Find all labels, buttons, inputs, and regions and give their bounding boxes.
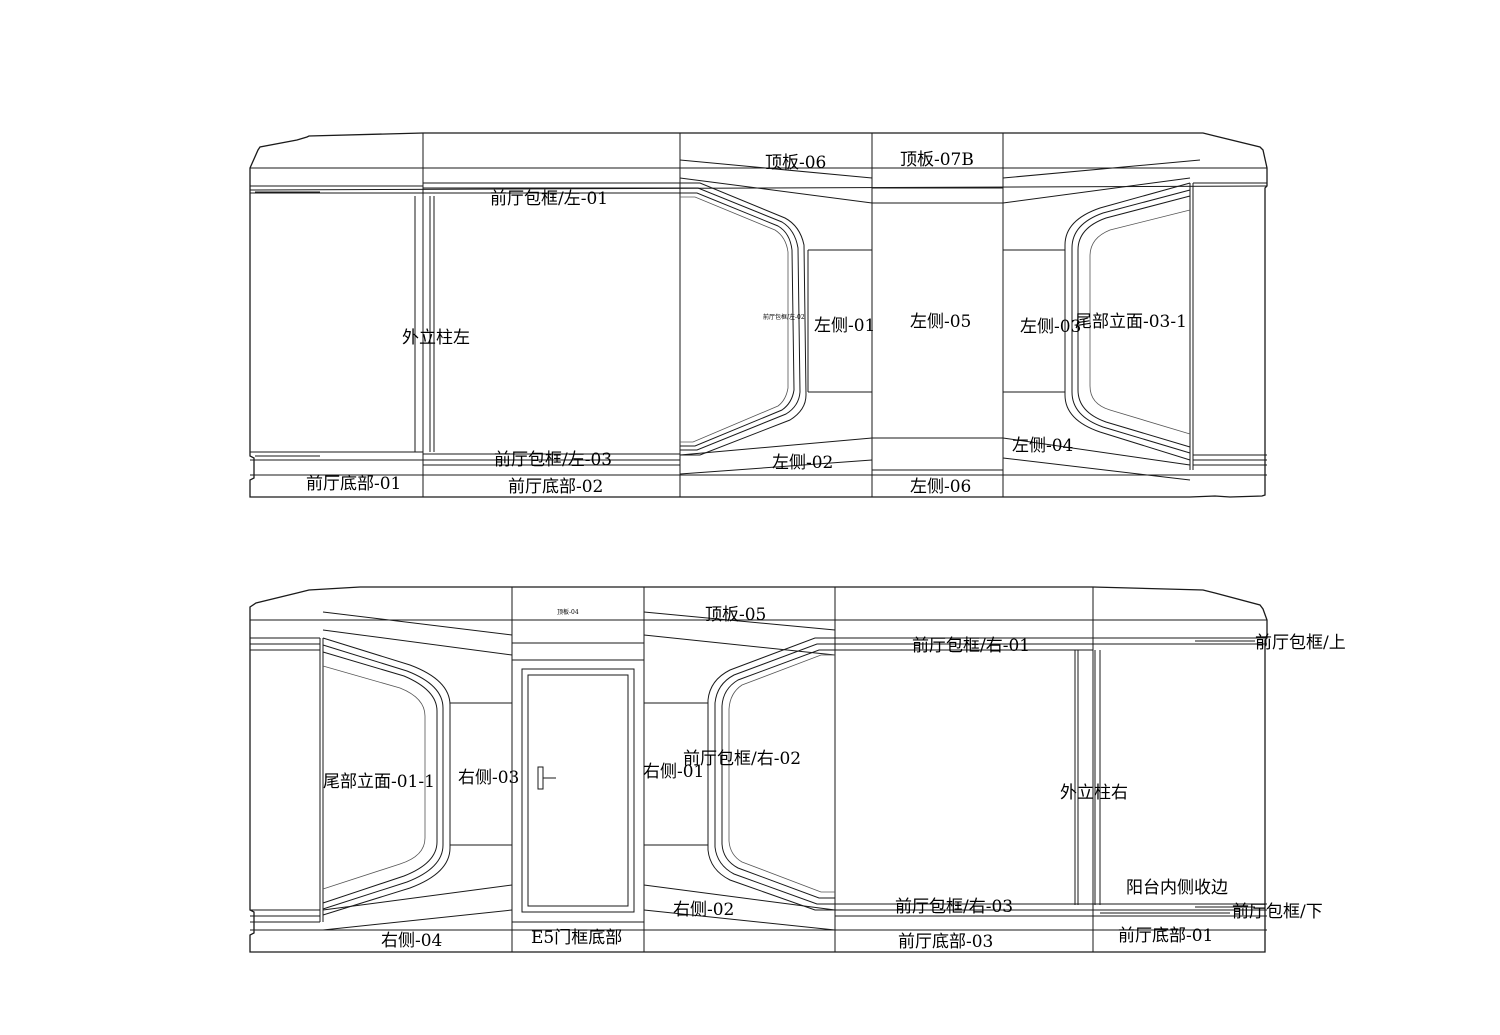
label-frame-right-01: 前厅包框/右-01 <box>912 636 1030 656</box>
label-outer-pillar-left: 外立柱左 <box>402 328 470 348</box>
label-rear-facade-03-1: 尾部立面-03-1 <box>1075 312 1187 332</box>
label-right-side-02: 右侧-02 <box>673 900 734 920</box>
right-view-outline <box>249 586 1268 953</box>
label-left-side-05: 左侧-05 <box>910 312 971 332</box>
label-outer-pillar-right: 外立柱右 <box>1060 783 1128 803</box>
left-view-outline <box>249 132 1268 498</box>
door-handle-icon <box>537 766 556 790</box>
label-frame-bottom: 前厅包框/下 <box>1232 902 1323 922</box>
label-right-side-01: 右侧-01 <box>643 762 704 782</box>
door-frame <box>521 668 635 913</box>
label-frame-left-02: 前厅包框/左-02 <box>763 313 805 321</box>
label-right-side-04: 右侧-04 <box>381 931 442 951</box>
label-left-side-03: 左侧-03 <box>1020 317 1081 337</box>
label-door-top: 顶板-04 <box>557 608 579 616</box>
door-leaf <box>527 674 629 907</box>
right-elevation-view: 顶板-04 顶板-05 前厅包框 <box>249 586 1346 953</box>
label-door-base: E5门框底部 <box>531 928 622 948</box>
label-base-02: 前厅底部-02 <box>508 477 603 497</box>
label-base-03: 前厅底部-03 <box>898 932 993 952</box>
label-right-side-03: 右侧-03 <box>458 768 519 788</box>
label-left-side-04: 左侧-04 <box>1012 436 1073 456</box>
label-left-side-06: 左侧-06 <box>910 477 971 497</box>
label-frame-left-03: 前厅包框/左-03 <box>494 450 612 470</box>
label-rear-facade-01-1: 尾部立面-01-1 <box>323 772 435 792</box>
left-elevation-view: 顶板-06 顶板-07B 前厅包框/左-01 前厅包框/左-02 外立柱左 左侧… <box>249 132 1268 498</box>
label-roof-05: 顶板-05 <box>705 605 766 625</box>
label-base-01: 前厅底部-01 <box>306 474 401 494</box>
label-left-side-01: 左侧-01 <box>814 316 875 336</box>
label-frame-left-01: 前厅包框/左-01 <box>490 189 608 209</box>
label-roof-06: 顶板-06 <box>765 153 826 173</box>
label-frame-right-03: 前厅包框/右-03 <box>895 897 1013 917</box>
label-balcony-trim: 阳台内侧收边 <box>1126 878 1228 898</box>
label-frame-top: 前厅包框/上 <box>1255 633 1346 653</box>
label-base-01-right: 前厅底部-01 <box>1118 926 1213 946</box>
label-left-side-02: 左侧-02 <box>772 453 833 473</box>
label-roof-07b: 顶板-07B <box>900 150 974 170</box>
label-frame-right-02: 前厅包框/右-02 <box>683 749 801 769</box>
